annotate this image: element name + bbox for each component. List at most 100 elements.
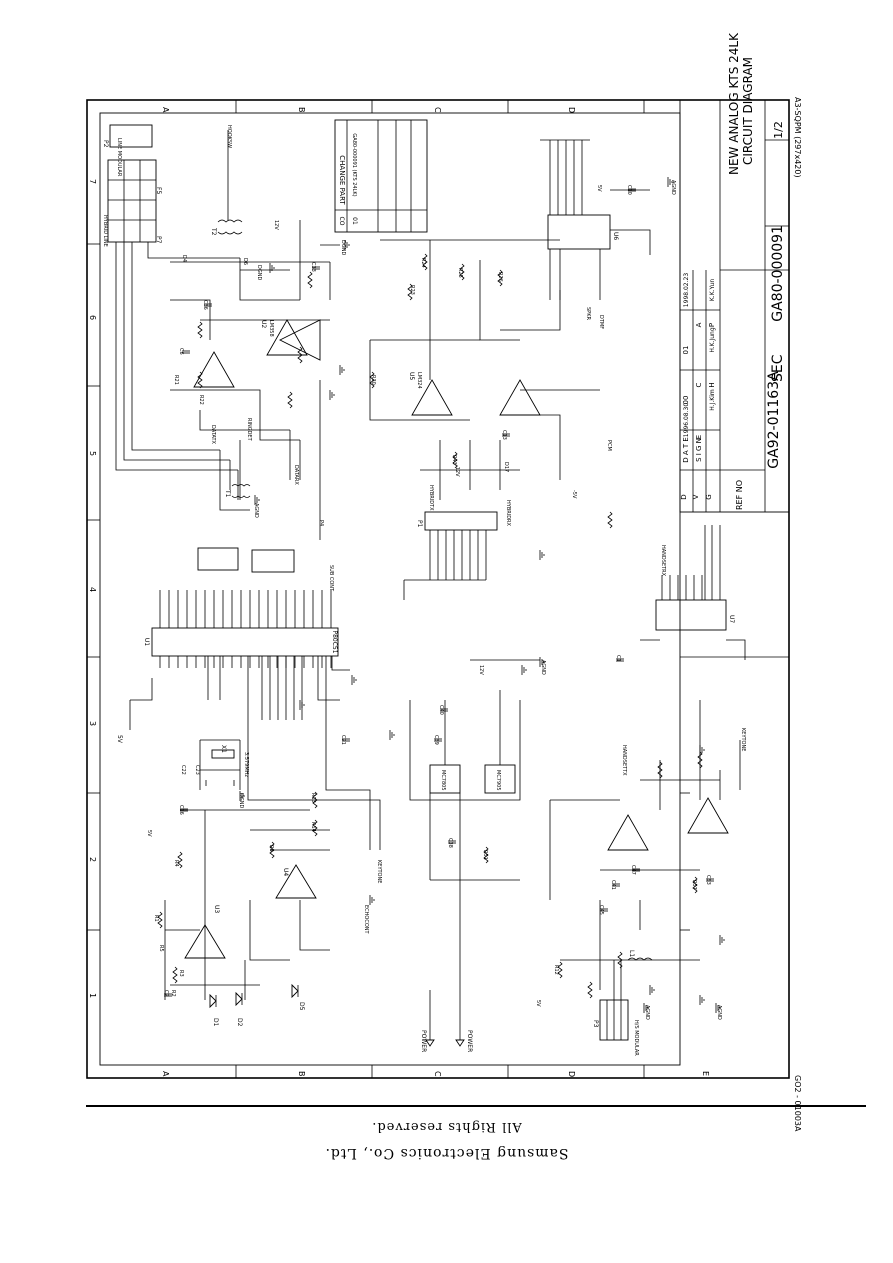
part-c13: C13 [501,430,507,440]
signal-hybrid-rx: HYBRIDRX [505,500,511,527]
resistor [587,981,593,999]
footer-company: Samsung Electronics Co., Ltd. [324,1145,569,1161]
capacitor-symbols [164,188,714,997]
analog-switch-u7: U7 [640,525,746,660]
resistor [177,851,183,869]
signal-handset-tx: HANDSETTX [621,745,627,776]
gnd-label-7: AGND [644,1005,650,1020]
title-sec: SEC [770,354,786,382]
gnd-label-5: DGND [238,793,244,808]
grid-right-ticks [680,656,789,931]
line-modular-label: LINE MODULAR [116,138,122,177]
title-line-2: CIRCUIT DIAGRAM [741,57,755,165]
resistor [459,263,465,281]
part-c10: C10 [626,185,632,195]
change-part-table: CHANGE PART CO 01 GA80-000091 (KTS 24LK) [334,119,428,233]
resistor [297,346,303,364]
title-date-00: 1996.08.30 [683,403,690,438]
inductor-l1: L1 [627,950,653,961]
resistor [452,451,458,469]
ground-symbols [239,177,725,1013]
title-sheet: 1/2 [772,121,785,139]
power-label-2: POWER [466,1030,473,1052]
x1-label: X1 [220,745,227,753]
title-row-v: V [692,494,700,499]
part-r3: R3 [178,970,184,977]
resistor [197,371,203,389]
part-r6: R6 [268,845,274,852]
resistor [557,961,563,979]
title-sign-01-eng: K.K.Yun [709,279,716,301]
resistor [197,321,203,339]
footer-divider [86,1105,866,1107]
grid-col-7: 7 [88,179,97,184]
title-ref-label: REF NO [735,480,744,510]
part-r2: R2 [170,990,176,997]
power-input: POWER POWER [420,880,473,1052]
grid-col-4: 4 [88,587,97,592]
part-c40: C40 [438,705,444,715]
diode-d5: D5 [291,983,305,1011]
part-c47: C47 [630,865,636,875]
part-r23: R23 [409,285,415,295]
part-r4: R4 [173,860,179,867]
x1-value: 3.579MHz [243,752,249,777]
opamp-u5: U5 LM324 [408,372,453,416]
power-12v-1: 12V [273,220,279,230]
power-12v-2: 12V [478,665,484,675]
grid-bottom-d: D [567,1071,576,1077]
u6-label: U6 [612,232,619,240]
gnd-label-4: AGND [670,180,676,195]
resistor [483,846,489,864]
voltage-regulator-block: MC7805 MC7905 [409,659,540,881]
p1-label: P1 [416,520,423,528]
opamp-handset-a [607,814,649,851]
title-sign-00-eng: H.J.Kim [709,389,716,411]
signal-keytone: KEYTONE [740,728,746,751]
signal-hybrid-tx: HYBRIDTX [428,485,434,511]
part-r51: R51 [482,850,488,860]
title-date-01: 1998.02.23 [683,273,690,308]
opamp-handset-b [687,797,729,834]
wires-top-left [170,130,340,540]
grid-bottom-b: B [297,1071,306,1077]
title-chk-h: H [708,382,716,387]
resistor [157,911,163,929]
mcu-u1-label: U1 [143,638,150,646]
gnd-label-3: AGND [253,503,259,518]
outer-frame [86,99,790,1079]
f5-label: F5 [155,187,162,194]
title-col-01: 01 [682,346,690,355]
mcu-top-labels [197,547,295,573]
resistor-symbols [157,253,703,999]
wires-handset [549,700,741,990]
resistor [497,269,503,287]
part-c53: C53 [705,875,711,885]
change-part-title: CHANGE PART [338,155,346,205]
footer-rights: All Rights reserved. [371,1119,522,1134]
title-chk-c: C [695,382,703,387]
mcu-bus-lines [180,656,381,1000]
signal-data-rx: DATARX [293,465,299,485]
power-5v-1: 5V [146,830,152,837]
part-r25: R25 [457,268,463,278]
title-row-g: G [705,494,713,499]
resistor [312,791,318,809]
part-r24: R24 [420,258,426,268]
part-c36: C36 [202,300,208,310]
part-r43: R43 [451,455,457,465]
title-sign-00-chk: H.K.Jung [709,327,716,353]
c23-label: C23 [194,765,200,775]
grid-top-a: A [161,107,170,113]
dtmf-chip-u6: U6 DTMF [540,139,651,329]
resistor [307,271,313,289]
power-m12v: -12V [454,465,460,477]
resistor [407,283,413,301]
title-eng-e: E [695,435,703,439]
l1-label: L1 [628,950,635,957]
signal-pcm: PCM [606,440,612,451]
resistor [657,761,663,779]
hybrid-line-label: HYBRID LINE [102,215,108,247]
part-r1: R1 [153,915,159,922]
